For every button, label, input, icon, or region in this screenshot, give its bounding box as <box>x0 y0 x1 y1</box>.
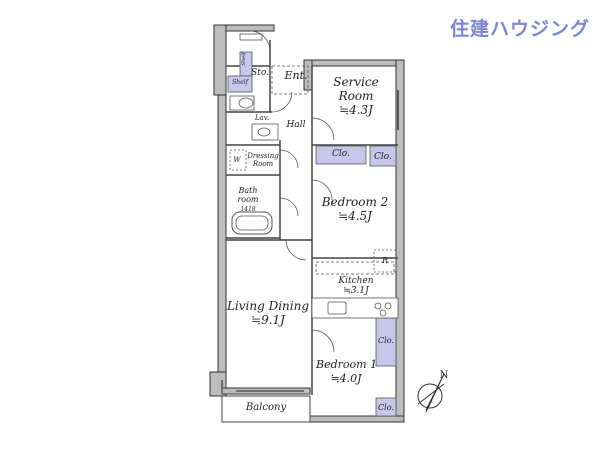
closet-label-4: Clo. <box>378 403 394 412</box>
kitchen-size: ≒3.1J <box>343 286 369 297</box>
lav-label: Lav. <box>254 114 270 122</box>
kitchen-sink-icon <box>327 301 347 315</box>
refrigerator-label: R <box>381 256 389 265</box>
entry-storage-box <box>239 33 263 41</box>
refrigerator-space <box>373 249 397 273</box>
service-door-arc <box>311 117 335 141</box>
hall-door-arc <box>271 91 293 113</box>
closet-bedroom1-lower <box>375 397 397 417</box>
dressing-door-arc <box>279 149 299 169</box>
living-dining-label: Living Dining ≒9.1J <box>226 299 310 328</box>
washbasin-icon <box>257 127 271 137</box>
dressing-room-name-2: Room <box>252 160 274 169</box>
bathtub <box>231 211 273 235</box>
balcony-area <box>221 395 311 423</box>
wall-left-main <box>217 94 227 376</box>
entry-door-arc <box>249 30 271 52</box>
living-dining-size: ≒9.1J <box>251 312 285 327</box>
toilet-room <box>229 95 255 111</box>
living-dining-name: Living Dining <box>226 299 310 313</box>
stove-burner-3 <box>379 309 387 317</box>
bedroom2-size: ≒4.5J <box>338 208 372 223</box>
bath-door-arc <box>279 197 299 217</box>
closet-label-3: Clo. <box>378 336 394 345</box>
shelf-label-1: Shelf <box>241 52 248 66</box>
service-room-name-2: Room <box>338 88 374 103</box>
bedroom1-name: Bedroom 1 <box>316 358 378 371</box>
bathroom-name-1: Bath <box>238 186 258 195</box>
wall-left-upper <box>213 24 227 96</box>
shelf-label-2: Shelf <box>232 79 248 86</box>
interior-walls <box>226 40 398 395</box>
storage-label: Sto. <box>251 68 269 78</box>
storage-shelf-lower <box>227 75 253 93</box>
hall-label: Hall <box>286 120 306 130</box>
balcony-label: Balcony <box>245 402 287 413</box>
closet-bedroom2-right <box>369 145 397 167</box>
wall-top-entry <box>225 24 275 32</box>
kitchen-label: Kitchen ≒3.1J <box>330 276 382 297</box>
closet-bedroom2-left <box>315 145 367 165</box>
bedroom1-label: Bedroom 1 ≒4.0J <box>316 358 378 386</box>
wall-bottom-right <box>307 415 405 423</box>
service-room-label: Service Room ≒4.3J <box>326 75 386 117</box>
wall-top-main <box>307 59 401 67</box>
living-door-arc <box>285 239 307 261</box>
dressing-room-label: Dressing Room <box>246 152 280 168</box>
bedroom1-door-arc <box>311 329 335 353</box>
bedroom2-name: Bedroom 2 <box>321 195 389 209</box>
entrance-label: Ent. <box>284 69 308 82</box>
stove-burner-2 <box>384 302 392 310</box>
dressing-room-name-1: Dressing <box>247 152 279 160</box>
bathroom-name-2: room <box>237 195 259 205</box>
closet-label-1: Clo. <box>332 149 350 159</box>
bathtub-inner <box>235 215 269 231</box>
north-arrow-icon <box>417 373 445 413</box>
toilet-icon <box>238 97 254 109</box>
washer-label: W <box>233 156 241 164</box>
bedroom2-door-arc <box>311 179 333 201</box>
brand-logo: 住建ハウジング <box>449 18 590 40</box>
bathroom-label: Bath room 1418 <box>230 186 266 214</box>
closet-label-2: Clo. <box>374 152 392 162</box>
stove-burner-1 <box>374 302 382 310</box>
entrance-floor <box>271 65 309 95</box>
service-room-size: ≒4.3J <box>339 102 373 117</box>
bedroom1-size: ≒4.0J <box>330 371 362 385</box>
lavatory-counter <box>251 123 279 141</box>
service-room-name-1: Service <box>333 75 379 89</box>
bathroom-size: 1418 <box>240 206 256 214</box>
bedroom2-label: Bedroom 2 ≒4.5J <box>318 195 392 224</box>
north-label: N <box>439 370 449 381</box>
kitchen-name: Kitchen <box>338 276 374 286</box>
washing-machine-area <box>229 149 247 171</box>
